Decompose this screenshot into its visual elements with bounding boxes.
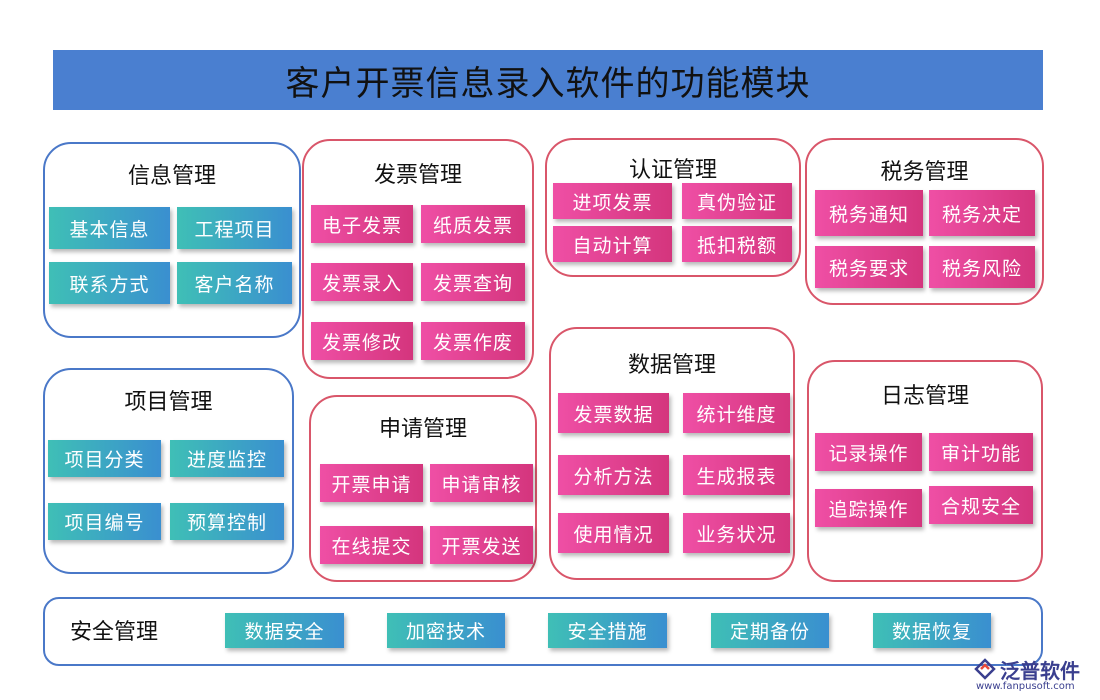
btn-deduct-tax[interactable]: 抵扣税额: [682, 226, 792, 262]
btn-e-invoice[interactable]: 电子发票: [311, 205, 413, 243]
btn-security-measures[interactable]: 安全措施: [548, 613, 667, 648]
btn-compliance-security[interactable]: 合规安全: [929, 486, 1033, 524]
btn-customer-name[interactable]: 客户名称: [177, 262, 292, 304]
group-security-title: 安全管理: [70, 620, 159, 645]
btn-contact[interactable]: 联系方式: [49, 262, 170, 304]
btn-tax-requirement[interactable]: 税务要求: [815, 246, 923, 288]
brand-logo: 泛普软件 www.fanpusoft.com: [972, 655, 1097, 697]
btn-record-operation[interactable]: 记录操作: [815, 433, 922, 471]
btn-input-invoice[interactable]: 进项发票: [553, 183, 672, 219]
btn-engineering-project[interactable]: 工程项目: [177, 207, 292, 249]
btn-invoice-query[interactable]: 发票查询: [421, 263, 525, 301]
btn-progress-monitor[interactable]: 进度监控: [170, 440, 284, 477]
btn-application-review[interactable]: 申请审核: [430, 464, 533, 502]
btn-data-recovery[interactable]: 数据恢复: [873, 613, 991, 648]
btn-invoice-modify[interactable]: 发票修改: [311, 322, 413, 360]
btn-generate-report[interactable]: 生成报表: [683, 455, 790, 495]
btn-project-category[interactable]: 项目分类: [48, 440, 161, 477]
group-info-title: 信息管理: [127, 164, 216, 189]
btn-business-status[interactable]: 业务状况: [683, 513, 790, 553]
group-invoice-title: 发票管理: [373, 163, 462, 188]
group-apply-title: 申请管理: [378, 417, 467, 442]
group-log-title: 日志管理: [880, 384, 969, 409]
btn-invoice-data[interactable]: 发票数据: [558, 393, 669, 433]
btn-invoice-send[interactable]: 开票发送: [430, 526, 533, 564]
btn-auto-calc[interactable]: 自动计算: [553, 226, 672, 262]
group-tax-title: 税务管理: [880, 160, 969, 185]
btn-tax-notice[interactable]: 税务通知: [815, 190, 923, 236]
group-auth-title: 认证管理: [628, 158, 717, 183]
btn-paper-invoice[interactable]: 纸质发票: [421, 205, 525, 243]
btn-project-number[interactable]: 项目编号: [48, 503, 161, 540]
btn-trace-operation[interactable]: 追踪操作: [815, 489, 922, 527]
btn-tax-decision[interactable]: 税务决定: [929, 190, 1035, 236]
btn-basic-info[interactable]: 基本信息: [49, 207, 170, 249]
btn-encryption[interactable]: 加密技术: [387, 613, 505, 648]
btn-tax-risk[interactable]: 税务风险: [929, 246, 1035, 288]
btn-analysis-method[interactable]: 分析方法: [558, 455, 669, 495]
btn-online-submit[interactable]: 在线提交: [320, 526, 423, 564]
btn-usage[interactable]: 使用情况: [558, 513, 669, 553]
btn-budget-control[interactable]: 预算控制: [170, 503, 284, 540]
btn-audit-function[interactable]: 审计功能: [929, 433, 1033, 471]
btn-regular-backup[interactable]: 定期备份: [711, 613, 829, 648]
btn-stat-dimension[interactable]: 统计维度: [683, 393, 790, 433]
page-title: 客户开票信息录入软件的功能模块: [53, 50, 1043, 110]
btn-invoice-application[interactable]: 开票申请: [320, 464, 423, 502]
logo-mark-icon: [974, 658, 996, 680]
group-log: 日志管理: [807, 360, 1043, 582]
group-data-title: 数据管理: [627, 353, 716, 378]
btn-invoice-entry[interactable]: 发票录入: [311, 263, 413, 301]
btn-invoice-void[interactable]: 发票作废: [421, 322, 525, 360]
btn-authenticity-check[interactable]: 真伪验证: [682, 183, 792, 219]
logo-name: 泛普软件: [1000, 659, 1080, 683]
logo-url: www.fanpusoft.com: [976, 681, 1075, 692]
group-project-title: 项目管理: [124, 390, 213, 415]
btn-data-security[interactable]: 数据安全: [225, 613, 344, 648]
